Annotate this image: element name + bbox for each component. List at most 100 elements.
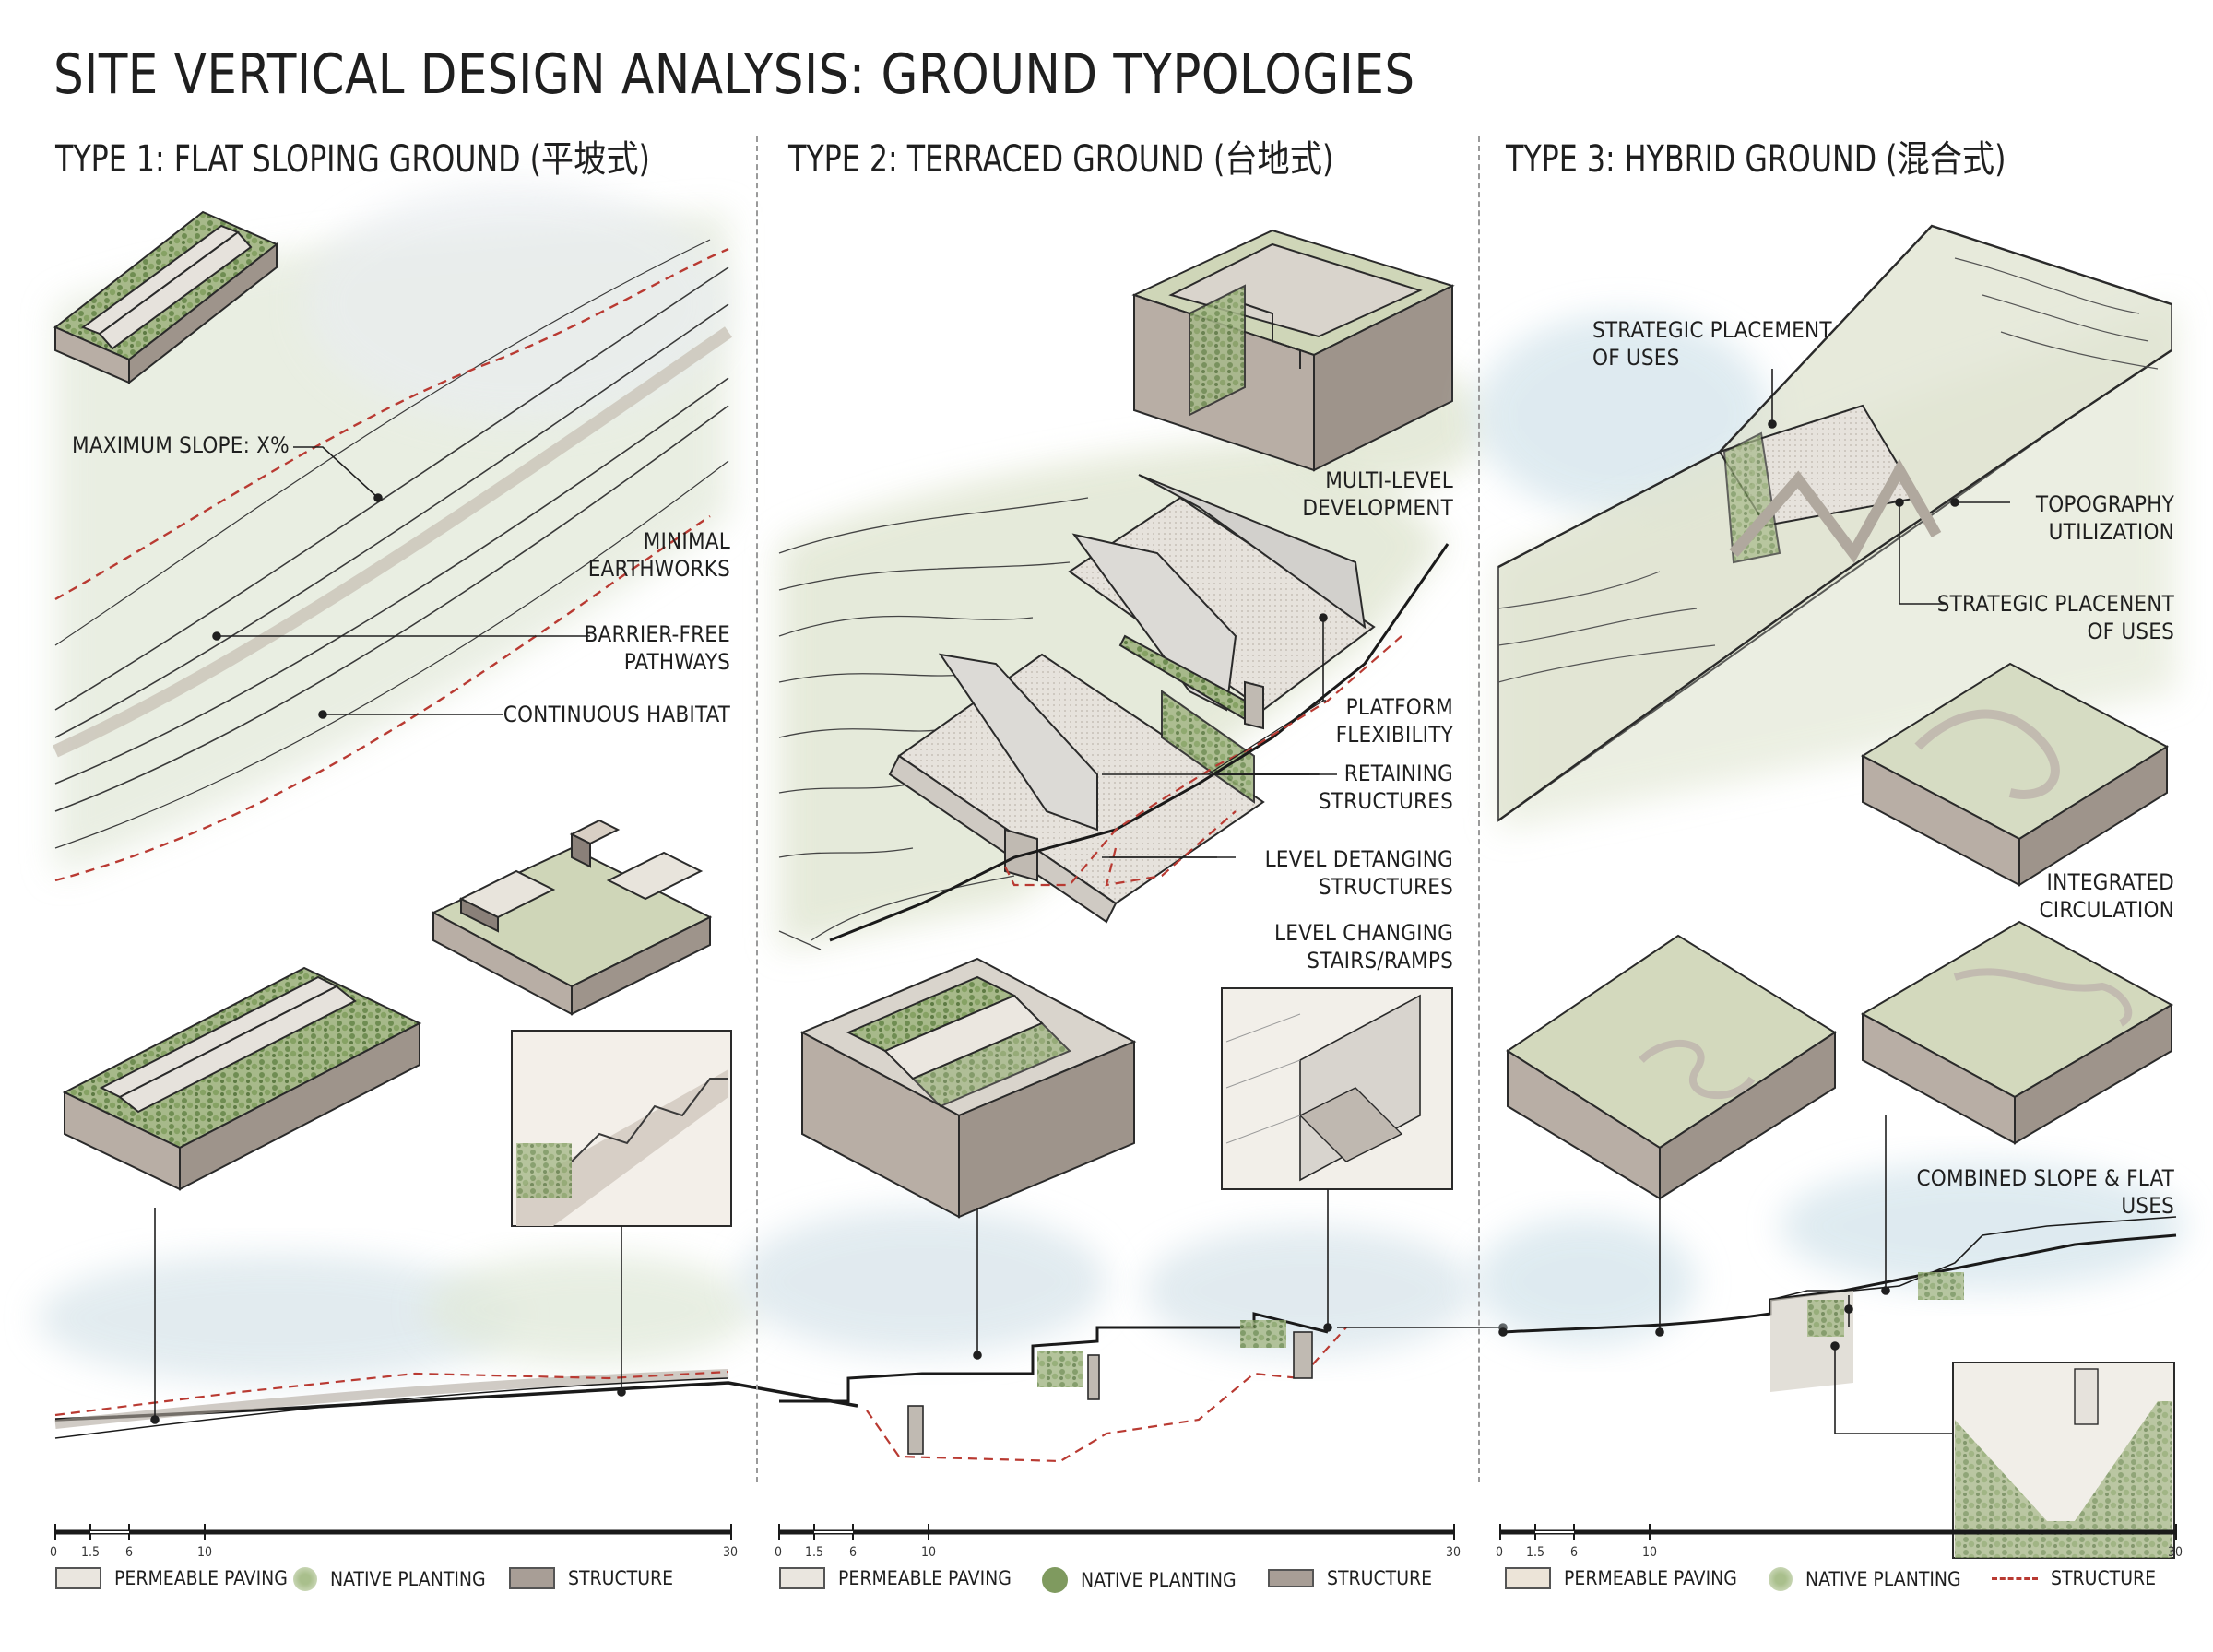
scale1-tick-4: 30	[723, 1545, 739, 1560]
legend1-paving: PERMEABLE PAVING	[55, 1567, 288, 1589]
legend2-paving: PERMEABLE PAVING	[779, 1567, 1012, 1589]
legend3-paving: PERMEABLE PAVING	[1505, 1567, 1737, 1589]
label-topography-utilization: TOPOGRAPHY UTILIZATION	[2036, 490, 2174, 546]
legend2-paving-label: PERMEABLE PAVING	[838, 1567, 1012, 1589]
type1-inset-ramp	[511, 1030, 732, 1227]
scale3-tick-1: 1.5	[1526, 1545, 1545, 1560]
type3-inset	[1952, 1362, 2175, 1559]
label-strategic-a-line2: OF USES	[1592, 345, 1680, 371]
scale3-tick-2: 6	[1570, 1545, 1579, 1560]
column-divider-1	[756, 136, 758, 1482]
type2-inset-stairs	[1221, 987, 1453, 1190]
page-title: SITE VERTICAL DESIGN ANALYSIS: GROUND TY…	[53, 42, 1415, 107]
legend3-paving-label: PERMEABLE PAVING	[1564, 1567, 1737, 1589]
label-circ-line2: CIRCULATION	[2039, 897, 2174, 923]
legend1-structure: STRUCTURE	[509, 1567, 673, 1589]
type1-washes	[37, 184, 756, 1383]
legend1-planting: NATIVE PLANTING	[293, 1567, 486, 1591]
label-multi-line1: MULTI-LEVEL	[1325, 467, 1453, 493]
type2-contours	[778, 497, 1089, 950]
label-stairs-line1: LEVEL CHANGING	[1274, 920, 1453, 946]
type3-iso-right-lower	[1860, 920, 2174, 1145]
type1-title: TYPE 1: FLAT SLOPING GROUND (平坡式)	[55, 138, 650, 181]
legend1-planting-label: NATIVE PLANTING	[330, 1568, 486, 1590]
label-retaining-line2: STRUCTURES	[1318, 788, 1453, 814]
planting-swatch-icon	[1769, 1567, 1793, 1591]
type2-terraces	[888, 474, 1376, 924]
paving-swatch-icon	[779, 1567, 825, 1589]
type2-iso-lower	[799, 957, 1137, 1219]
scale1-tick-0: 0	[50, 1545, 58, 1560]
label-level-changing: LEVEL CHANGING STAIRS/RAMPS	[1274, 919, 1453, 974]
label-topo-line1: TOPOGRAPHY	[2035, 491, 2174, 517]
label-integrated-circulation: INTEGRATED CIRCULATION	[2039, 868, 2174, 924]
label-multi-level: MULTI-LEVEL DEVELOPMENT	[1302, 466, 1453, 522]
label-minimal-earthworks: MINIMAL EARTHWORKS	[588, 527, 730, 583]
scale2-tick-4: 30	[1446, 1545, 1462, 1560]
type3-title: TYPE 3: HYBRID GROUND (混合式)	[1506, 138, 2006, 181]
legend1-structure-label: STRUCTURE	[568, 1567, 674, 1589]
label-combined-slope: COMBINED SLOPE & FLAT USES	[1916, 1164, 2174, 1220]
legend1-paving-label: PERMEABLE PAVING	[114, 1567, 288, 1589]
type3-contours	[1497, 257, 2159, 683]
label-detanging-line2: STRUCTURES	[1318, 874, 1453, 900]
type2-leaders	[973, 613, 1508, 1360]
label-combined-line1: COMBINED SLOPE & FLAT	[1916, 1165, 2174, 1191]
label-topo-line2: UTILIZATION	[2048, 519, 2174, 545]
scale2-tick-0: 0	[775, 1545, 783, 1560]
label-barrier-line2: PATHWAYS	[623, 649, 730, 675]
paving-swatch-icon	[1505, 1567, 1551, 1589]
scale2-tick-3: 10	[921, 1545, 937, 1560]
column-divider-2	[1478, 136, 1480, 1482]
type2-iso-top	[1131, 229, 1455, 472]
label-stairs-line2: STAIRS/RAMPS	[1307, 948, 1453, 974]
scale2-tick-2: 6	[849, 1545, 858, 1560]
legend2-planting: NATIVE PLANTING	[1042, 1567, 1237, 1593]
type1-section	[54, 1369, 858, 1439]
planting-swatch-icon	[293, 1567, 317, 1591]
scale3-tick-3: 10	[1642, 1545, 1658, 1560]
label-strategic-b-line1: STRATEGIC PLACENENT	[1936, 591, 2174, 617]
label-combined-line2: USES	[2121, 1193, 2174, 1219]
structure-swatch-icon	[509, 1567, 555, 1589]
type1-iso-block-large	[62, 966, 422, 1191]
dashed-line-icon	[1992, 1576, 2038, 1580]
legend3-structure: STRUCTURE	[1992, 1567, 2156, 1589]
type1-leaders	[150, 446, 626, 1424]
legend3-structure-label: STRUCTURE	[2051, 1567, 2157, 1589]
legend2-structure: STRUCTURE	[1268, 1567, 1432, 1589]
scale1-tick-3: 10	[197, 1545, 213, 1560]
label-strategic-placement-a: STRATEGIC PLACEMENT OF USES	[1592, 316, 1832, 372]
type2-title: TYPE 2: TERRACED GROUND (台地式)	[788, 138, 1334, 181]
legend2-structure-label: STRUCTURE	[1327, 1567, 1433, 1589]
label-circ-line1: INTEGRATED	[2046, 869, 2174, 895]
scale1-tick-1: 1.5	[81, 1545, 101, 1560]
label-barrier-free: BARRIER-FREE PATHWAYS	[584, 620, 730, 676]
type3-leaders	[1498, 369, 2010, 1434]
label-minimal-line2: EARTHWORKS	[587, 556, 730, 582]
legend2-planting-label: NATIVE PLANTING	[1081, 1569, 1237, 1591]
type2-section	[779, 1312, 1347, 1463]
label-strategic-a-line1: STRATEGIC PLACEMENT	[1592, 317, 1832, 343]
scale1-tick-2: 6	[125, 1545, 134, 1560]
type1-iso-buildings	[431, 819, 713, 1016]
paving-swatch-icon	[55, 1567, 101, 1589]
scale2-tick-1: 1.5	[805, 1545, 824, 1560]
legend3-planting-label: NATIVE PLANTING	[1805, 1568, 1961, 1590]
label-level-detanging: LEVEL DETANGING STRUCTURES	[1265, 845, 1453, 901]
label-platform-line2: FLEXIBILITY	[1335, 722, 1453, 748]
label-strategic-b-line2: OF USES	[2087, 619, 2174, 644]
label-retaining-structures: RETAINING STRUCTURES	[1319, 760, 1453, 815]
label-platform-line1: PLATFORM	[1345, 694, 1453, 720]
legend3-planting: NATIVE PLANTING	[1769, 1567, 1961, 1591]
type2-ground-lines	[829, 543, 1450, 942]
label-max-slope: MAXIMUM SLOPE: X%	[72, 432, 290, 458]
label-detanging-line1: LEVEL DETANGING	[1264, 846, 1453, 872]
type3-hillside	[1497, 224, 2172, 822]
label-continuous-habitat: CONTINUOUS HABITAT	[503, 702, 730, 727]
type3-iso-right-top	[1860, 662, 2170, 887]
type3-iso-left	[1506, 934, 1837, 1200]
type3-section	[1502, 1216, 2177, 1392]
scale-bar-1	[54, 1524, 732, 1540]
type1-iso-block-small	[53, 210, 278, 385]
